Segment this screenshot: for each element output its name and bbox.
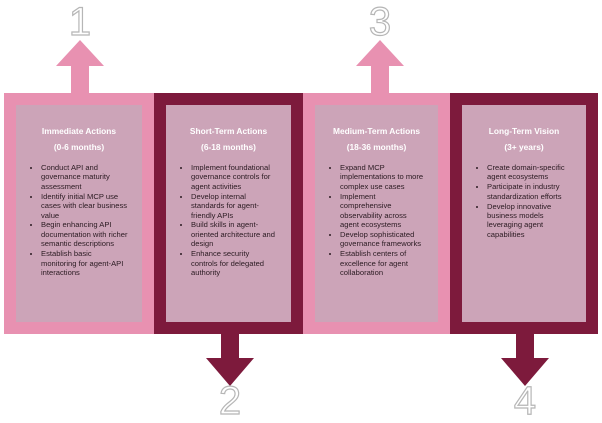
- phase-items: Create domain-specific agent ecosystems …: [476, 163, 580, 239]
- list-item: Establish centers of excellence for agen…: [340, 249, 432, 277]
- phase-title: Long-Term Vision: [488, 126, 560, 136]
- list-item: Develop internal standards for agent-fri…: [191, 192, 285, 220]
- phase-items: Expand MCP implementations to more compl…: [329, 163, 432, 277]
- phase-period: (3+ years): [504, 142, 544, 152]
- phase-title: Immediate Actions: [41, 126, 117, 136]
- phase-period: (0-6 months): [53, 142, 105, 152]
- list-item: Conduct API and governance maturity asse…: [41, 163, 136, 191]
- step-number: 1: [68, 0, 92, 44]
- phase-card: Immediate Actions (0-6 months) Conduct A…: [16, 105, 142, 322]
- phase-card: Long-Term Vision (3+ years) Create domai…: [462, 105, 586, 322]
- list-item: Enhance security controls for delegated …: [191, 249, 285, 277]
- list-item: Develop innovative business models lever…: [487, 202, 580, 240]
- step-number: 2: [218, 379, 242, 423]
- phase-items: Conduct API and governance maturity asse…: [30, 163, 136, 277]
- list-item: Develop sophisticated governance framewo…: [340, 230, 432, 249]
- list-item: Identify initial MCP use cases with clea…: [41, 192, 136, 220]
- down-arrow-icon: [206, 330, 254, 386]
- step-number: 3: [368, 0, 392, 44]
- phase-period: (6-18 months): [201, 142, 256, 152]
- phase-panel: Short-Term Actions (6-18 months) Impleme…: [154, 93, 303, 334]
- list-item: Create domain-specific agent ecosystems: [487, 163, 580, 182]
- phase-panel: Medium-Term Actions (18-36 months) Expan…: [303, 93, 450, 334]
- phase-panel: Immediate Actions (0-6 months) Conduct A…: [4, 93, 154, 334]
- list-item: Establish basic monitoring for agent-API…: [41, 249, 136, 277]
- list-item: Expand MCP implementations to more compl…: [340, 163, 432, 191]
- phase-card: Medium-Term Actions (18-36 months) Expan…: [315, 105, 438, 322]
- phase-title: Short-Term Actions: [189, 126, 268, 136]
- phase-period: (18-36 months): [346, 142, 407, 152]
- up-arrow-icon: [356, 40, 404, 96]
- down-arrow-icon: [501, 330, 549, 386]
- list-item: Begin enhancing API documentation with r…: [41, 220, 136, 248]
- list-item: Implement foundational governance contro…: [191, 163, 285, 191]
- phase-title: Medium-Term Actions: [332, 126, 420, 136]
- list-item: Participate in industry standardization …: [487, 182, 580, 201]
- step-number: 4: [513, 379, 537, 423]
- list-item: Implement comprehensive observability ac…: [340, 192, 432, 230]
- phase-items: Implement foundational governance contro…: [180, 163, 285, 277]
- phase-panel: Long-Term Vision (3+ years) Create domai…: [450, 93, 598, 334]
- list-item: Build skills in agent-oriented architect…: [191, 220, 285, 248]
- up-arrow-icon: [56, 40, 104, 96]
- phase-card: Short-Term Actions (6-18 months) Impleme…: [166, 105, 291, 322]
